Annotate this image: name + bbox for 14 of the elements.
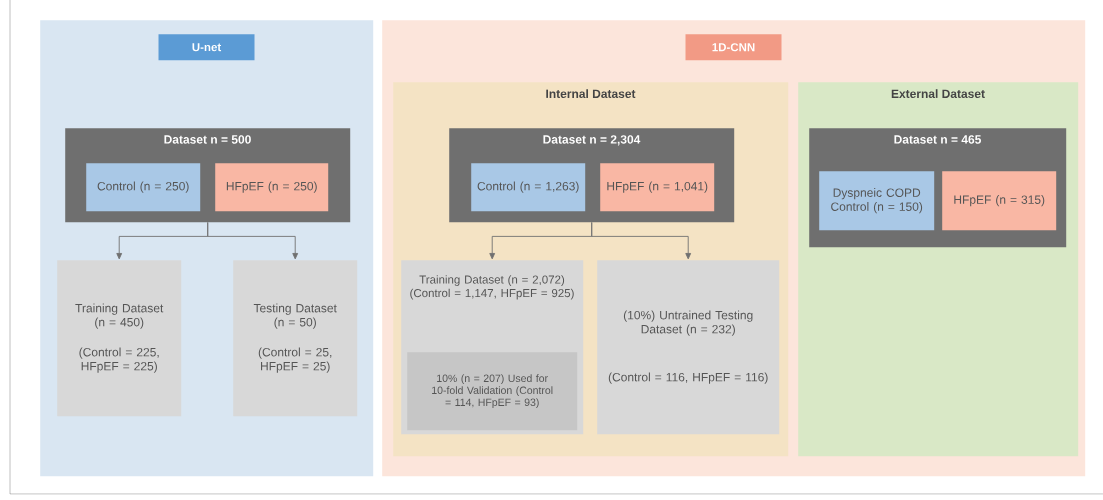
group-box: Control (n = 250) [86, 163, 201, 212]
group-box: HFpEF (n = 315) [942, 171, 1057, 231]
group-box: (10%) Untrained Testing Dataset (n = 232) (Control = 116, HFpEF = 116) [597, 260, 780, 435]
group-box: Dyspneic COPD Control (n = 150) [819, 171, 935, 231]
tab-label: U-net [158, 34, 255, 61]
group-box: HFpEF (n = 250) [215, 163, 329, 212]
group-box: Testing Dataset (n = 50) (Control = 25, HFpEF = 25) [233, 260, 358, 417]
arrow [591, 221, 692, 260]
group-box: Control (n = 1,263) [471, 163, 586, 212]
tab-label: 1D-CNN [685, 34, 782, 61]
group-box: Training Dataset (n = 450) (Control = 225, HFpEF = 225) [57, 260, 182, 417]
group-box: 10% (n = 207) Used for 10-fold Validation (Control = 114, HFpEF = 93) [407, 352, 578, 431]
arrow [207, 221, 299, 260]
group-box: HFpEF (n = 1,041) [600, 163, 715, 212]
